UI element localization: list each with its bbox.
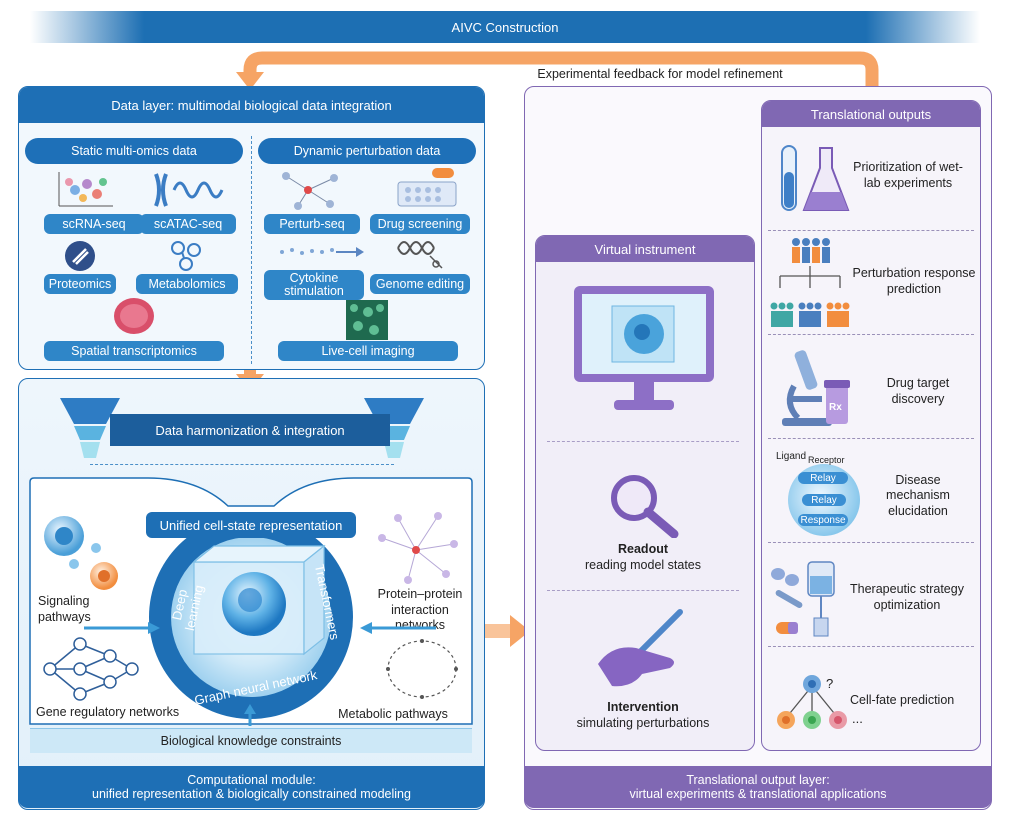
readout-title: Readout bbox=[618, 542, 668, 556]
cytokine-stimulation-label: Cytokine stimulation bbox=[264, 270, 364, 300]
vi-divider-1 bbox=[547, 441, 739, 442]
drug-plate-icon bbox=[397, 168, 457, 207]
intervention-subtitle: simulating perturbations bbox=[576, 716, 710, 731]
therapy-icon bbox=[771, 561, 835, 637]
live-cell-imaging-label: Live-cell imaging bbox=[278, 341, 458, 361]
data-layer-title: Data layer: multimodal biological data i… bbox=[111, 97, 392, 113]
response-label: Response bbox=[800, 514, 846, 526]
page-title: AIVC Construction bbox=[451, 19, 559, 35]
harmonization-bar: Data harmonization & integration bbox=[110, 414, 390, 446]
question-mark: ? bbox=[826, 676, 834, 691]
virtual-instrument-header: Virtual instrument bbox=[536, 236, 754, 262]
unified-representation-label: Unified cell-state representation bbox=[146, 512, 356, 538]
perturbation-people-icon bbox=[770, 238, 850, 327]
data-layer-header: Data layer: multimodal biological data i… bbox=[19, 87, 484, 123]
lab-glassware-icon bbox=[781, 145, 850, 211]
cell-fate-tree-icon bbox=[777, 675, 847, 729]
knowledge-constraints-bar: Biological knowledge constraints bbox=[30, 728, 472, 753]
disease-cell-icon bbox=[788, 464, 860, 536]
relay-label-1: Relay bbox=[810, 472, 836, 484]
translational-footer-line2: virtual experiments & translational appl… bbox=[629, 787, 887, 801]
monitor-icon bbox=[574, 286, 714, 410]
live-cell-image-icon bbox=[346, 300, 388, 340]
output-perturbation-response: Perturbation response prediction bbox=[852, 266, 976, 296]
vi-divider-2 bbox=[547, 590, 739, 591]
gene-regulatory-label: Gene regulatory networks bbox=[36, 705, 180, 719]
to-divider-2 bbox=[768, 334, 974, 335]
scatac-seq-label: scATAC-seq bbox=[140, 214, 236, 234]
harmonization-dash bbox=[90, 464, 394, 465]
receptor-label: Receptor bbox=[808, 455, 845, 465]
network-icon bbox=[282, 172, 338, 210]
gene-network-icon bbox=[43, 637, 139, 701]
static-omics-header: Static multi-omics data bbox=[25, 138, 243, 164]
feedback-label: Experimental feedback for model refineme… bbox=[537, 67, 783, 81]
signaling-cells-icon bbox=[44, 516, 118, 590]
dna-scissors-icon bbox=[397, 241, 443, 269]
virtual-instrument-panel: Virtual instrument bbox=[535, 235, 755, 751]
signaling-pathways-label: Signaling pathways bbox=[38, 594, 91, 624]
readout-subtitle: reading model states bbox=[584, 558, 702, 573]
output-cell-fate: Cell-fate prediction bbox=[850, 693, 955, 707]
to-divider-5 bbox=[768, 646, 974, 647]
relay-label-2: Relay bbox=[811, 494, 837, 506]
translational-footer-line1: Translational output layer: bbox=[686, 773, 830, 787]
scrna-scatter-icon bbox=[58, 172, 113, 207]
to-divider-1 bbox=[768, 230, 974, 231]
model-ring bbox=[149, 515, 353, 719]
proteomics-label: Proteomics bbox=[44, 274, 116, 294]
metabolomics-label: Metabolomics bbox=[136, 274, 238, 294]
computational-footer-line2: unified representation & biologically co… bbox=[92, 787, 411, 801]
proteomics-icon bbox=[65, 241, 95, 271]
ligand-label: Ligand bbox=[776, 451, 807, 462]
spatial-transcriptomics-label: Spatial transcriptomics bbox=[44, 341, 224, 361]
translational-footer: Translational output layer: virtual expe… bbox=[524, 766, 992, 808]
perturb-seq-label: Perturb-seq bbox=[264, 214, 360, 234]
translational-outputs-header: Translational outputs bbox=[762, 101, 980, 127]
rx-label: Rx bbox=[829, 402, 842, 413]
ellipsis: ... bbox=[852, 711, 863, 726]
hand-pen-icon bbox=[598, 609, 683, 687]
drug-screening-label: Drug screening bbox=[370, 214, 470, 234]
intervention-title: Intervention bbox=[607, 700, 679, 714]
ppi-network-icon bbox=[378, 512, 458, 584]
spatial-tissue-icon bbox=[114, 298, 154, 334]
scrna-seq-label: scRNA-seq bbox=[44, 214, 144, 234]
knowledge-arrows bbox=[84, 622, 436, 726]
output-therapeutic-strategy: Therapeutic strategy optimization bbox=[850, 582, 964, 612]
magnifier-icon bbox=[611, 475, 679, 538]
data-divider bbox=[251, 136, 252, 364]
title-banner: AIVC Construction bbox=[30, 11, 980, 43]
computational-footer-line1: Computational module: bbox=[187, 773, 316, 787]
genome-editing-label: Genome editing bbox=[370, 274, 470, 294]
output-prioritization: Prioritization of wet-lab experiments bbox=[853, 160, 963, 190]
dynamic-perturbation-header: Dynamic perturbation data bbox=[258, 138, 476, 164]
cytokine-arrow-icon bbox=[280, 247, 364, 257]
funnel-left-icon bbox=[60, 398, 120, 458]
chromosome-icon bbox=[154, 173, 224, 207]
metabolic-cycle-icon bbox=[386, 639, 458, 699]
to-divider-4 bbox=[768, 542, 974, 543]
metabolic-pathways-label: Metabolic pathways bbox=[338, 707, 448, 721]
output-drug-target: Drug target discovery bbox=[886, 376, 950, 406]
metabolomics-icon bbox=[171, 241, 201, 271]
to-divider-3 bbox=[768, 438, 974, 439]
microscope-icon bbox=[782, 350, 850, 426]
output-disease-mechanism: Disease mechanism elucidation bbox=[886, 472, 950, 518]
computational-footer: Computational module: unified representa… bbox=[18, 766, 485, 808]
